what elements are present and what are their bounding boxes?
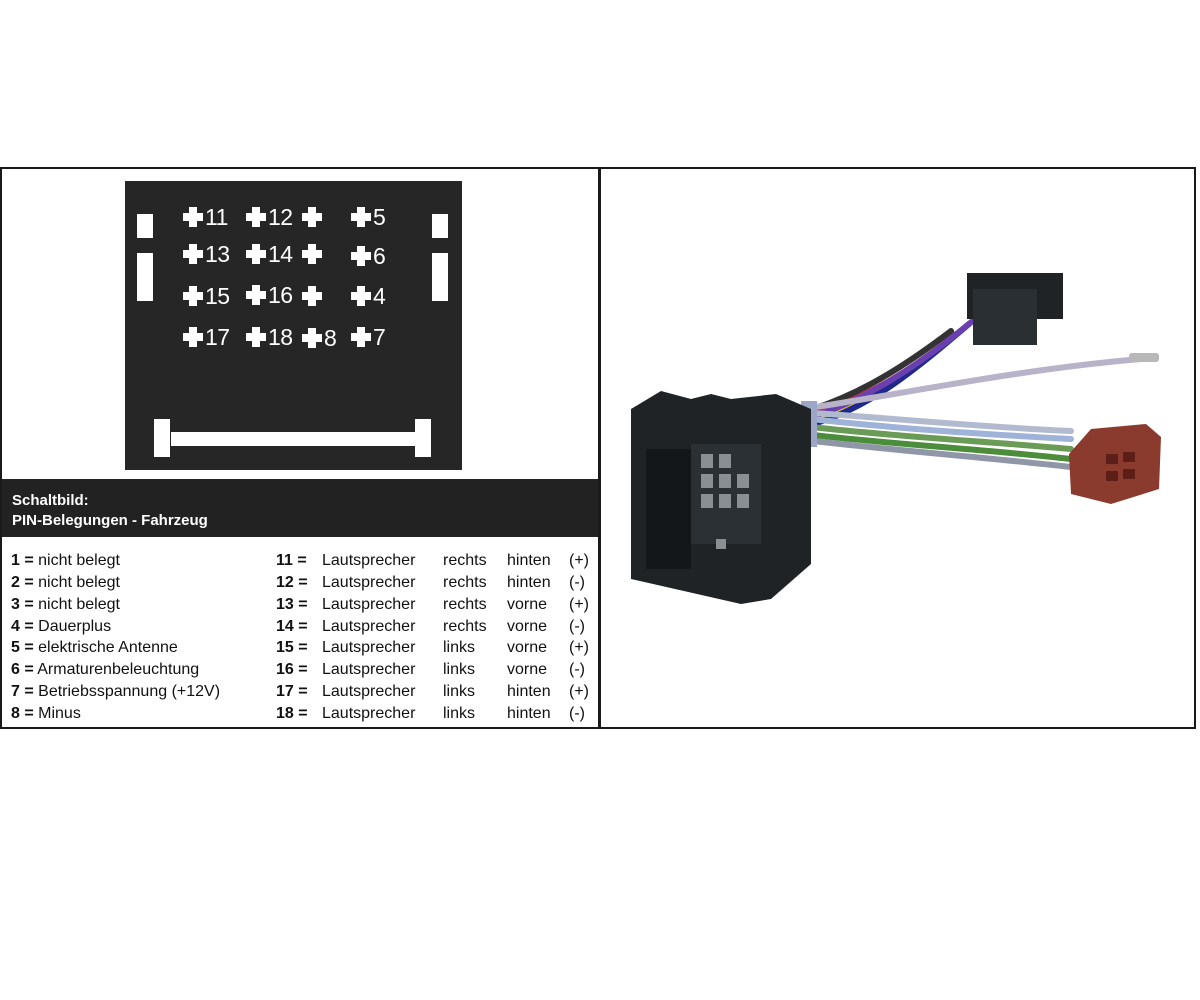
vehicle-quadlock-connector xyxy=(631,391,811,604)
header-subtitle: PIN-Belegungen - Fahrzeug xyxy=(12,512,208,529)
pin-unlabeled xyxy=(302,240,324,268)
pin-plus-icon xyxy=(246,327,266,347)
pin-14: 14 xyxy=(246,240,293,268)
slot-right-long xyxy=(432,253,448,301)
pin-plus-icon xyxy=(302,328,322,348)
pin-plus-icon xyxy=(183,327,203,347)
pin-unlabeled xyxy=(302,203,324,231)
pin-plus-icon xyxy=(183,207,203,227)
list-item: 2 = nicht belegt xyxy=(11,574,120,591)
bottom-bar xyxy=(171,432,416,446)
left-panel: 11 12 5 13 14 6 15 16 4 17 18 8 7 Schalt… xyxy=(2,169,598,727)
pin-18: 18 xyxy=(246,323,293,351)
antenna-wire xyxy=(815,356,1142,410)
header-title: Schaltbild: xyxy=(12,492,89,509)
list-item: 1 = nicht belegt xyxy=(11,552,120,569)
pin-6: 6 xyxy=(351,242,386,270)
pin-plus-icon xyxy=(246,207,266,227)
wire-bundle-lower xyxy=(808,410,1074,470)
pin-plus-icon xyxy=(183,286,203,306)
slot-right-top xyxy=(432,214,448,238)
pin-plus-icon xyxy=(302,244,322,264)
pin-plus-icon xyxy=(302,286,322,306)
pin-plus-icon xyxy=(351,246,371,266)
pin-unlabeled xyxy=(302,282,324,310)
pin-plus-icon xyxy=(246,244,266,264)
list-item: 7 = Betriebsspannung (+12V) xyxy=(11,683,221,700)
pin-5: 5 xyxy=(351,203,386,231)
list-item: 6 = Armaturenbeleuchtung xyxy=(11,661,200,678)
iso-speaker-connector xyxy=(1069,424,1161,504)
adapter-cable-photo xyxy=(601,169,1194,727)
list-item: 4 = Dauerplus xyxy=(11,618,112,635)
schaltbild-header: Schaltbild: PIN-Belegungen - Fahrzeug xyxy=(2,479,598,537)
pin-4: 4 xyxy=(351,282,386,310)
wire-bundle-upper xyxy=(808,316,978,427)
pin-12: 12 xyxy=(246,203,293,231)
antenna-terminal xyxy=(1129,353,1159,362)
bottom-bar-left-cap xyxy=(154,419,170,457)
slot-left-long xyxy=(137,253,153,301)
pin-8: 8 xyxy=(302,324,337,352)
pin-13: 13 xyxy=(183,240,230,268)
bottom-bar-right-cap xyxy=(415,419,431,457)
list-item: 3 = nicht belegt xyxy=(11,596,120,613)
pin-11: 11 xyxy=(183,203,228,231)
panel-divider xyxy=(598,167,601,729)
pin-plus-icon xyxy=(351,327,371,347)
list-item: 5 = elektrische Antenne xyxy=(11,639,178,656)
pin-16: 16 xyxy=(246,281,293,309)
slot-left-top xyxy=(137,214,153,238)
pin-15: 15 xyxy=(183,282,230,310)
iso-power-connector xyxy=(967,273,1063,345)
pin-7: 7 xyxy=(351,323,386,351)
pin-plus-icon xyxy=(183,244,203,264)
pin-plus-icon xyxy=(246,285,266,305)
pin-17: 17 xyxy=(183,323,230,351)
pin-plus-icon xyxy=(351,207,371,227)
list-item: 8 = Minus xyxy=(11,705,81,722)
pin-connector-diagram: 11 12 5 13 14 6 15 16 4 17 18 8 7 xyxy=(125,181,462,470)
adapter-cable-illustration xyxy=(631,273,1161,604)
pin-plus-icon xyxy=(351,286,371,306)
pin-plus-icon xyxy=(302,207,322,227)
